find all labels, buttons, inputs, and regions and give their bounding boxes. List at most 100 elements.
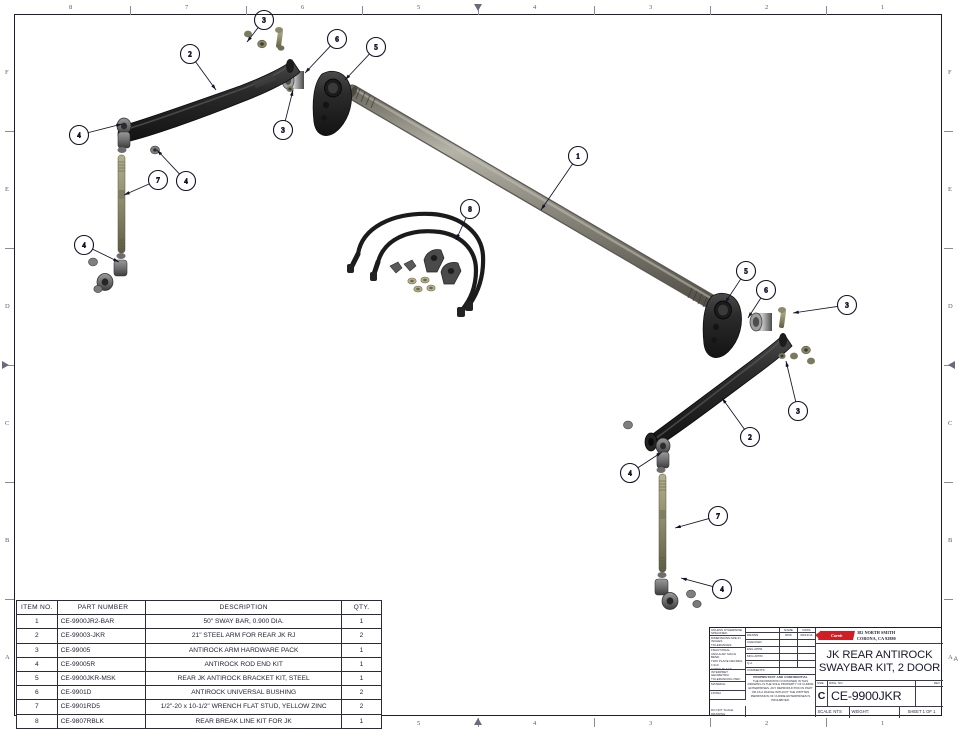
company-logo-block: Currie 382 NORTH SMITH CORONA, CA 92880: [816, 628, 943, 644]
zone-tick: [944, 482, 953, 483]
tb-scale: SCALE: NTS: [816, 707, 850, 718]
bom-cell-desc: ANTIROCK ROD END KIT: [145, 656, 343, 673]
tb-dwg-number: CE-9900JKR: [828, 687, 916, 706]
zone-tick: [710, 718, 711, 727]
tb-dim-tol-note: DIMENSIONS ARE IN INCHES TOLERANCES:: [710, 636, 746, 648]
tb-finish: FINISH: [710, 691, 746, 700]
registration-arrow: [474, 4, 482, 11]
bom-cell-desc: ANTIROCK ARM HARDWARE PACK: [145, 642, 343, 658]
bom-cell-qty: 2: [341, 628, 382, 644]
bom-cell-item: 2: [16, 628, 58, 644]
zone-row-B: B: [948, 536, 953, 544]
zone-tick: [5, 131, 14, 132]
zone-tick: [826, 718, 827, 727]
bom-header-row: ITEM NO. PART NUMBER DESCRIPTION QTY.: [16, 599, 382, 616]
zone-row-E: E: [948, 185, 953, 193]
zone-column-4: 4: [533, 4, 537, 11]
zone-row-E: E: [5, 185, 10, 193]
tb-qa-date: [798, 661, 816, 668]
bom-cell-desc: 1/2"-20 x 10-1/2" WRENCH FLAT STUD, YELL…: [145, 699, 343, 715]
zone-row-A: A: [948, 653, 953, 661]
bom-cell-part: CE-9900JKR-MSK: [56, 671, 147, 687]
tb-col-name: NAME: [780, 628, 798, 633]
bom-cell-part: CE-9901D: [56, 685, 147, 701]
zone-tick: [246, 6, 247, 15]
bom-cell-item: 3: [16, 642, 58, 658]
bom-cell-qty: 1: [341, 656, 382, 673]
bom-header-description: DESCRIPTION: [145, 599, 343, 616]
company-name: Currie: [830, 632, 843, 638]
bom-cell-part: CE-9807RBLK: [56, 713, 147, 729]
bom-header-part-number: PART NUMBER: [56, 599, 147, 616]
zone-tick: [362, 6, 363, 15]
zone-tick: [944, 248, 953, 249]
zone-column-2: 2: [765, 4, 769, 11]
bom-header-qty: QTY.: [341, 599, 382, 616]
address-line-1: 382 NORTH SMITH: [857, 630, 896, 636]
registration-arrow: [948, 361, 955, 369]
zone-row-F: F: [5, 68, 9, 76]
zone-column-7: 7: [185, 4, 189, 11]
zone-row-F: F: [948, 68, 952, 76]
company-address: 382 NORTH SMITH CORONA, CA 92880: [857, 630, 896, 640]
bom-cell-item: 1: [16, 614, 58, 630]
tb-dwg-label: DWG. NO.: [828, 681, 916, 687]
tb-do-not-scale: DO NOT SCALE DRAWING: [710, 706, 746, 717]
bom-cell-item: 7: [16, 699, 58, 715]
zone-tick: [594, 718, 595, 727]
zone-row-C: C: [5, 419, 10, 427]
tb-mfg-name: [780, 654, 798, 661]
zone-column-5: 5: [417, 4, 421, 11]
tb-qa-name: [780, 661, 798, 668]
bom-cell-item: 6: [16, 685, 58, 701]
tb-scale-label: SCALE:: [817, 709, 833, 715]
bom-cell-qty: 1: [341, 614, 382, 630]
tb-rev-label: REV: [916, 681, 943, 687]
zone-tick: [5, 365, 14, 366]
tb-scale-value: NTS: [833, 709, 842, 715]
zone-column-6: 6: [301, 4, 305, 11]
bom-cell-part: CE-99005: [56, 642, 147, 658]
bom-cell-qty: 2: [341, 699, 382, 715]
zone-tick: [944, 131, 953, 132]
zone-row-D: D: [948, 302, 953, 310]
bom-cell-desc: 21" STEEL ARM FOR REAR JK RJ: [145, 628, 343, 644]
bom-cell-qty: 1: [341, 642, 382, 658]
zone-tick: [944, 599, 953, 600]
tb-size-label: SIZE: [816, 681, 828, 687]
tb-weight-label: WEIGHT:: [851, 709, 869, 715]
bom-cell-desc: REAR JK ANTIROCK BRACKET KIT, STEEL: [145, 671, 343, 687]
zone-column-8: 8: [69, 4, 73, 11]
tb-row-comments: COMMENTS:: [746, 668, 780, 675]
tb-approvals-corner: [746, 628, 780, 633]
bom-cell-desc: ANTIROCK UNIVERSAL BUSHING: [145, 685, 343, 701]
tb-eng-date: [798, 647, 816, 654]
drawing-title: JK REAR ANTIROCK SWAYBAR KIT, 2 DOOR: [816, 644, 943, 681]
bom-cell-part: CE-9900JR2-BAR: [56, 614, 147, 630]
tb-sheet: SHEET 1 OF 1: [907, 709, 936, 715]
drawing-title-line-1: JK REAR ANTIROCK: [826, 648, 933, 661]
registration-arrow: [2, 361, 9, 369]
zone-column-2: 2: [765, 720, 769, 727]
bom-cell-qty: 1: [341, 671, 382, 687]
zone-tick: [710, 6, 711, 15]
tb-checked-name: [780, 640, 798, 647]
tb-row-eng-appr: ENG APPR.: [746, 647, 780, 654]
title-block-footer: SCALE: NTS WEIGHT: SHEET 1 OF 1: [816, 706, 943, 718]
tb-interpret-geometric: INTERPRET GEOMETRIC TOLERANCING PER:: [710, 670, 746, 682]
bom-cell-desc: REAR BREAK LINE KIT FOR JK: [145, 713, 343, 729]
tb-unless-note: UNLESS OTHERWISE SPECIFIED:: [710, 628, 746, 636]
tb-proprietary-notice: PROPRIETARY AND CONFIDENTIAL THE INFORMA…: [746, 675, 816, 717]
tb-row-checked: CHECKED: [746, 640, 780, 647]
zone-row-C: C: [948, 419, 953, 427]
zone-column-5: 5: [417, 720, 421, 727]
zone-column-1: 1: [881, 720, 885, 727]
tb-proprietary-body: THE INFORMATION CONTAINED IN THIS DRAWIN…: [747, 678, 814, 703]
drawing-number-row: SIZE DWG. NO. REV C CE-9900JKR: [816, 681, 943, 706]
